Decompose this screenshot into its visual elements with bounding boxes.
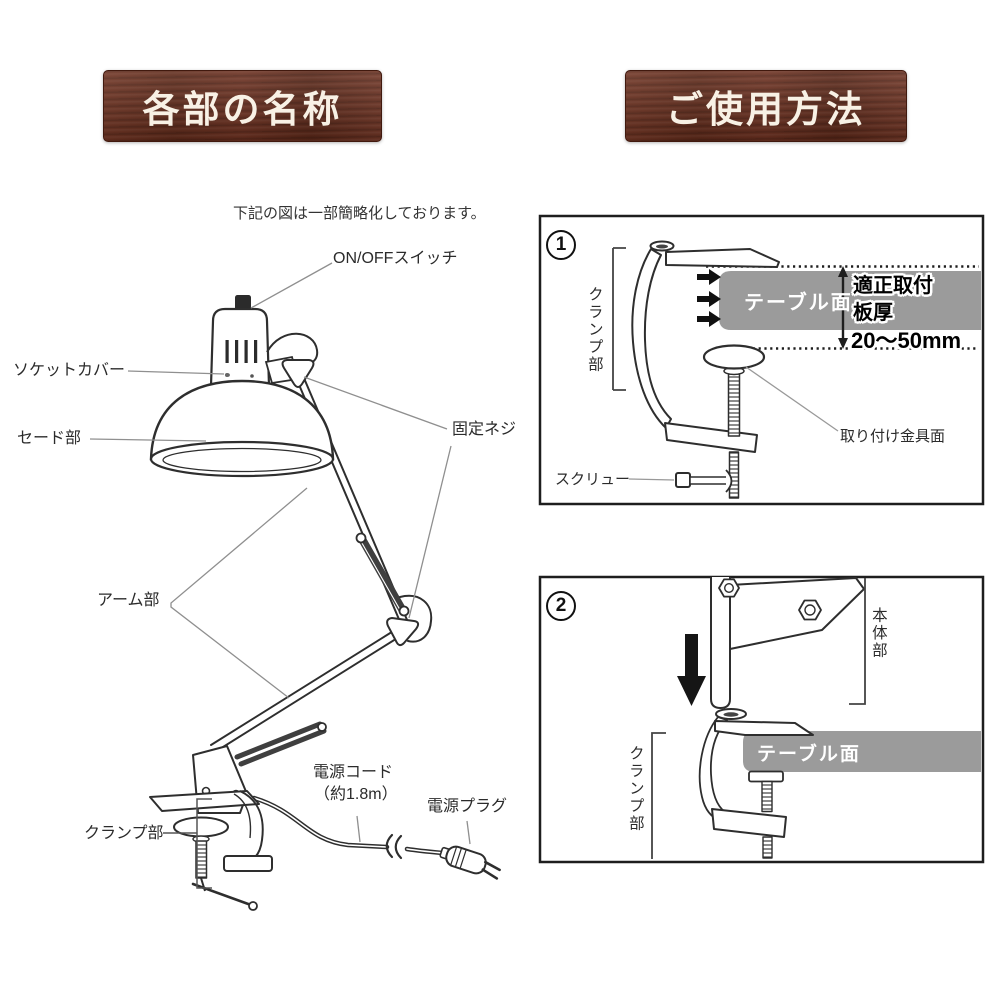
- mounting-pad: [702, 344, 766, 370]
- label-clamp: クランプ部: [84, 825, 164, 842]
- step2-panel: [538, 575, 985, 864]
- label-power-plug: 電源プラグ: [427, 798, 508, 815]
- down-arrow-icon: [677, 634, 706, 706]
- label-socket-cover: ソケットカバー: [13, 362, 126, 379]
- step1-number: 1: [546, 230, 576, 260]
- socket-cover-shape: [209, 307, 271, 388]
- arm-springs: [234, 532, 433, 767]
- step1-label-clamp: クランプ部: [585, 286, 603, 374]
- step1-clamp-bracket: [612, 247, 626, 391]
- step1-label-thickness-2: 板厚: [853, 302, 893, 324]
- head-wing-nut: [281, 359, 315, 388]
- elbow-cap: [399, 594, 433, 643]
- step2-label-body: 本体部: [869, 607, 887, 660]
- lamp-illustration: [89, 262, 501, 911]
- usage-title: ご使用方法: [666, 89, 866, 130]
- elbow-wing-nut: [386, 616, 420, 647]
- leader-lines: [89, 262, 471, 889]
- push-arrows: [697, 269, 721, 327]
- step1-label-thickness-3: 20〜50mm: [851, 328, 962, 353]
- usage-title-banner: ご使用方法: [625, 70, 907, 142]
- simplification-note: 下記の図は一部簡略化しております。: [233, 205, 486, 222]
- step2-number: 2: [546, 591, 576, 621]
- step2-label-table: テーブル面: [757, 744, 861, 765]
- step1-label-bracket-face: 取り付け金具面: [840, 428, 946, 445]
- label-arm: アーム部: [97, 592, 160, 609]
- vent-slots: [225, 340, 258, 363]
- label-power-cord: 電源コード: [313, 764, 394, 781]
- label-onoff-switch: ON/OFFスイッチ: [333, 250, 458, 267]
- step1-panel: [538, 214, 985, 506]
- lamp-head: [209, 295, 319, 388]
- power-cord-drawing: [251, 795, 446, 860]
- parts-title-banner: 各部の名称: [103, 70, 382, 142]
- label-fixing-screw: 固定ネジ: [452, 421, 517, 438]
- head-joint: [264, 355, 315, 388]
- clamp-diagram-1: [631, 240, 780, 499]
- clamp-diagram-2: [698, 708, 814, 859]
- step2-label-clamp: クランプ部: [626, 745, 644, 833]
- step1-label-thickness-1: 適正取付: [853, 275, 933, 297]
- step2-body-bracket: [849, 578, 866, 705]
- label-power-cord-length: （約1.8m）: [314, 786, 398, 803]
- table-surface-2: [743, 731, 981, 772]
- table-surface-1: [719, 271, 981, 330]
- parts-title: 各部の名称: [142, 89, 343, 130]
- step2-clamp-bracket: [651, 732, 666, 859]
- lamp-mount: [710, 577, 865, 709]
- power-plug-icon: [439, 845, 501, 880]
- onoff-switch-knob: [235, 295, 251, 312]
- step1-label-screw: スクリュー: [555, 471, 631, 488]
- thickness-dotted-lines: [706, 265, 979, 350]
- label-shade: セード部: [17, 430, 82, 447]
- lamp-clamp-base: [149, 745, 273, 911]
- thickness-arrow: [838, 266, 848, 349]
- step1-label-table: テーブル面: [744, 292, 853, 314]
- step1-leaders: [628, 366, 839, 481]
- lamp-shade: [149, 379, 335, 478]
